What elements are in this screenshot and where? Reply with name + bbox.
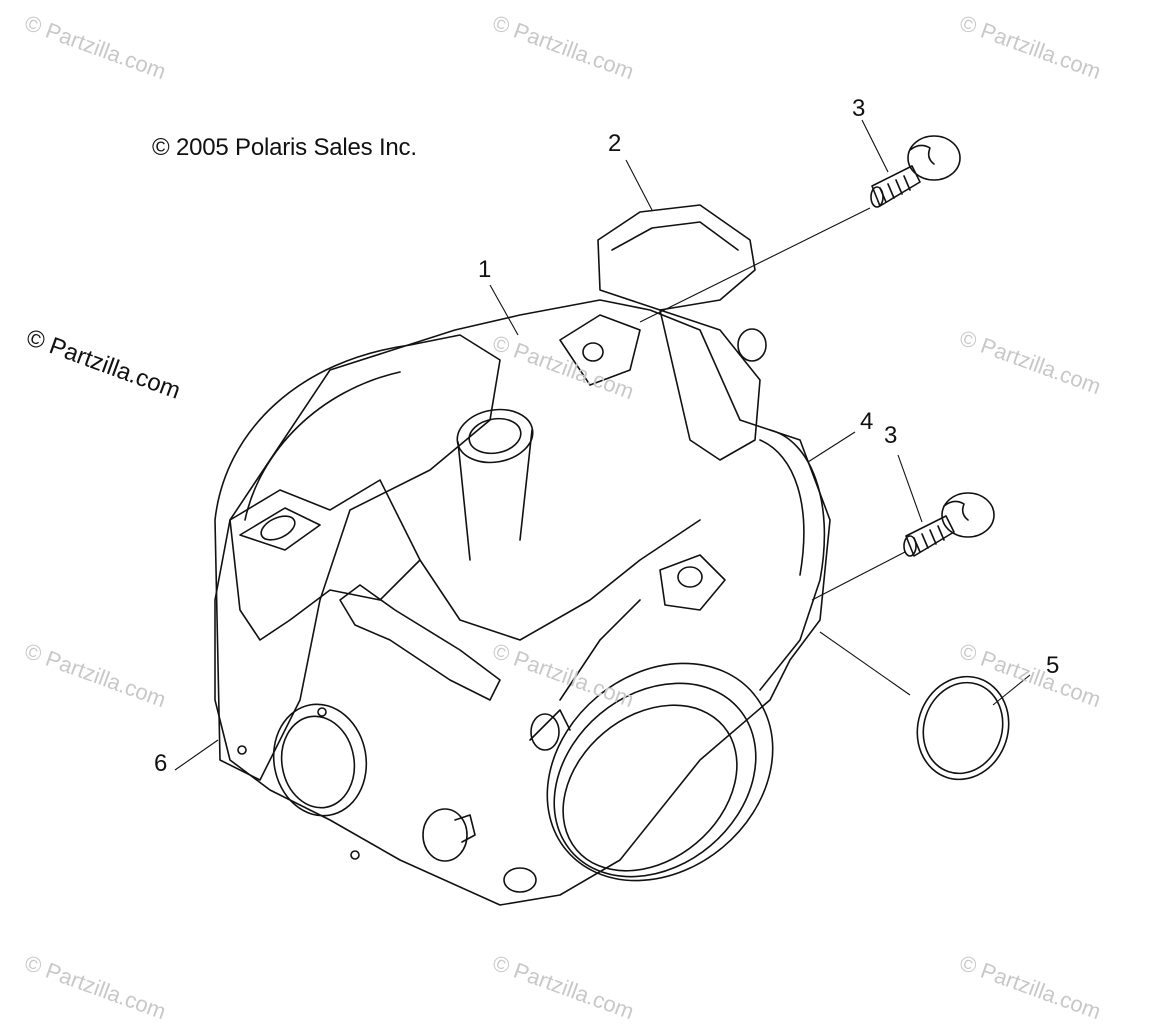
callout-3-upper: 3 <box>852 95 866 122</box>
callout-5: 5 <box>1046 652 1060 679</box>
screw-lower <box>903 492 995 557</box>
throttle-body <box>214 204 831 906</box>
callout-6: 6 <box>154 750 168 777</box>
callout-2: 2 <box>608 130 622 157</box>
leader-lines <box>174 119 1031 771</box>
callout-1: 1 <box>478 256 492 283</box>
callout-4: 4 <box>860 408 874 435</box>
o-ring <box>916 675 1010 781</box>
copyright-text: © 2005 Polaris Sales Inc. <box>152 134 417 161</box>
screw-upper <box>870 135 961 208</box>
callout-3-lower: 3 <box>884 422 898 449</box>
